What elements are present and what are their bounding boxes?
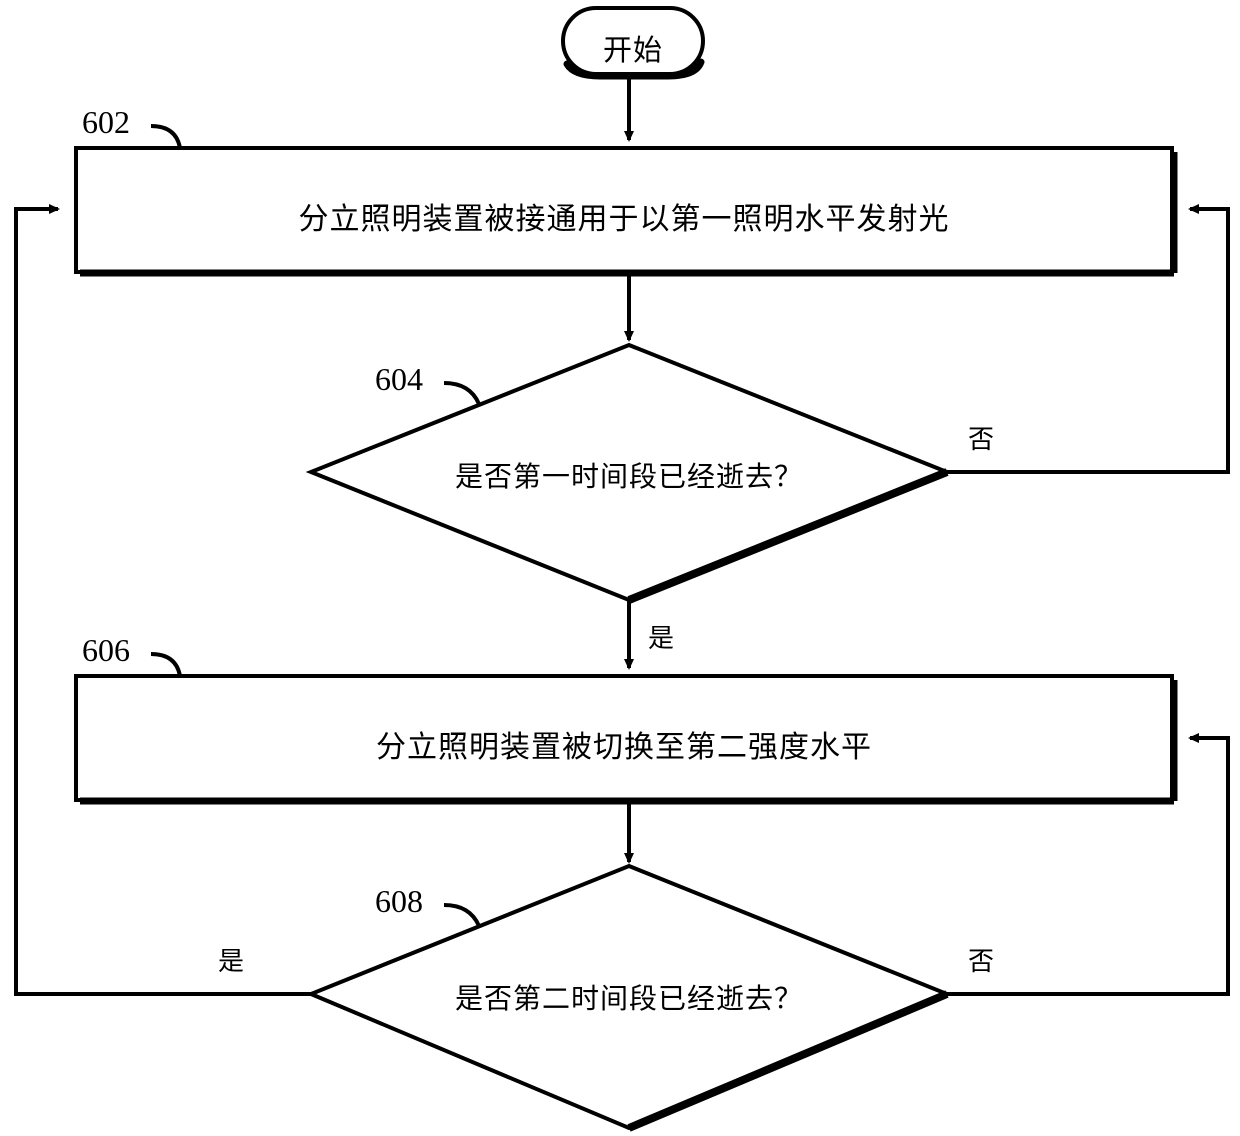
edge-label-608-yes: 是 [218,947,245,976]
node-608-label: 是否第二时间段已经逝去？ [454,984,803,1015]
node-606-shape [74,674,1178,805]
edge-608-no [947,733,1230,996]
ref-number-604: 604 [375,361,423,397]
leader-604 [443,381,481,405]
node-602-shape [74,146,1178,277]
leader-602 [150,124,182,149]
node-start-shape [561,6,705,80]
node-606-label: 分立照明装置被切换至第二强度水平 [376,731,872,764]
edge-label-604-no: 否 [968,425,995,454]
node-start-label: 开始 [602,35,663,67]
ref-number-608: 608 [375,883,423,919]
node-604-label: 是否第一时间段已经逝去？ [454,462,803,493]
node-602-label: 分立照明装置被接通用于以第一照明水平发射光 [298,203,950,236]
leader-606 [150,652,182,677]
node-608-shape [305,863,953,1132]
ref-number-606: 606 [82,632,130,668]
edge-label-604-yes: 是 [648,624,675,653]
edge-604-no [947,204,1230,474]
edge-label-608-no: 否 [968,947,995,976]
ref-number-602: 602 [82,104,130,140]
leader-608 [443,903,481,927]
edge-608-yes [14,204,311,996]
